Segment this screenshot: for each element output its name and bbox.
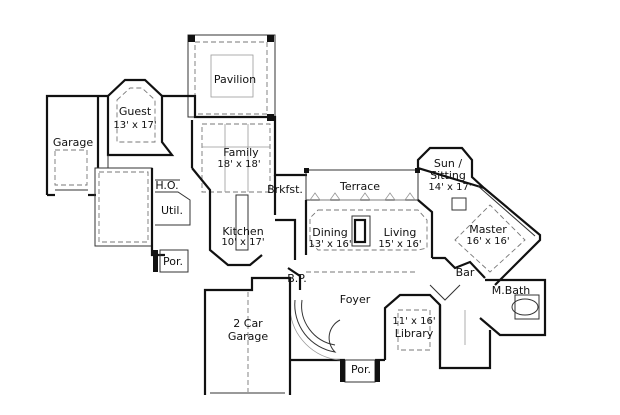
kitchen-size: 10' x 17' xyxy=(221,237,264,248)
master-suite xyxy=(451,185,542,286)
master-size: 16' x 16' xyxy=(466,236,509,247)
bp-label: B.P. xyxy=(287,272,306,285)
lower-right-wing xyxy=(438,305,492,370)
family-room xyxy=(162,94,307,193)
guest-label: Guest xyxy=(119,105,152,118)
family-size: 18' x 18' xyxy=(217,159,260,170)
library-label: Library xyxy=(395,327,434,340)
sun-label-line2: Sitting xyxy=(430,169,466,182)
garage-area xyxy=(45,94,108,197)
ho-label: H.O. xyxy=(155,179,178,192)
dining-size: 13' x 16' xyxy=(308,239,351,250)
terrace xyxy=(304,168,420,201)
porches xyxy=(153,249,380,383)
living-label: Living xyxy=(384,226,417,239)
garage-label: Garage xyxy=(53,136,94,149)
sun-sitting-room xyxy=(416,146,485,190)
utility-area xyxy=(150,168,191,257)
porch-west-label: Por. xyxy=(163,255,183,268)
mbath-label: M.Bath xyxy=(492,284,531,297)
sun-size: 14' x 17' xyxy=(428,182,471,193)
library-size: 11' x 16' xyxy=(392,316,435,327)
foyer xyxy=(287,267,385,362)
util-label: Util. xyxy=(161,204,183,217)
family-label: Family xyxy=(223,146,259,159)
garage2-label-line1: 2 Car xyxy=(233,317,263,330)
kitchen-label: Kitchen xyxy=(222,225,263,238)
porch-front-label: Por. xyxy=(351,363,371,376)
guest-size: 13' x 17' xyxy=(113,120,156,131)
pavilion-label: Pavilion xyxy=(214,73,256,86)
brkfst-label: Brkfst. xyxy=(267,183,303,196)
two-car-garage xyxy=(203,276,292,395)
foyer-label: Foyer xyxy=(340,293,371,306)
bath-area xyxy=(429,256,547,337)
garage2-label-line2: Garage xyxy=(228,330,269,343)
bar-label: Bar xyxy=(456,266,475,279)
master-label: Master xyxy=(469,223,507,236)
sun-label-line1: Sun / xyxy=(434,157,462,170)
dining-label: Dining xyxy=(312,226,348,239)
side-courtyard xyxy=(94,167,153,247)
guest-room xyxy=(96,78,175,168)
dining-living xyxy=(304,199,434,273)
kitchen xyxy=(191,167,297,267)
living-size: 15' x 16' xyxy=(378,239,421,250)
terrace-label: Terrace xyxy=(339,180,380,193)
